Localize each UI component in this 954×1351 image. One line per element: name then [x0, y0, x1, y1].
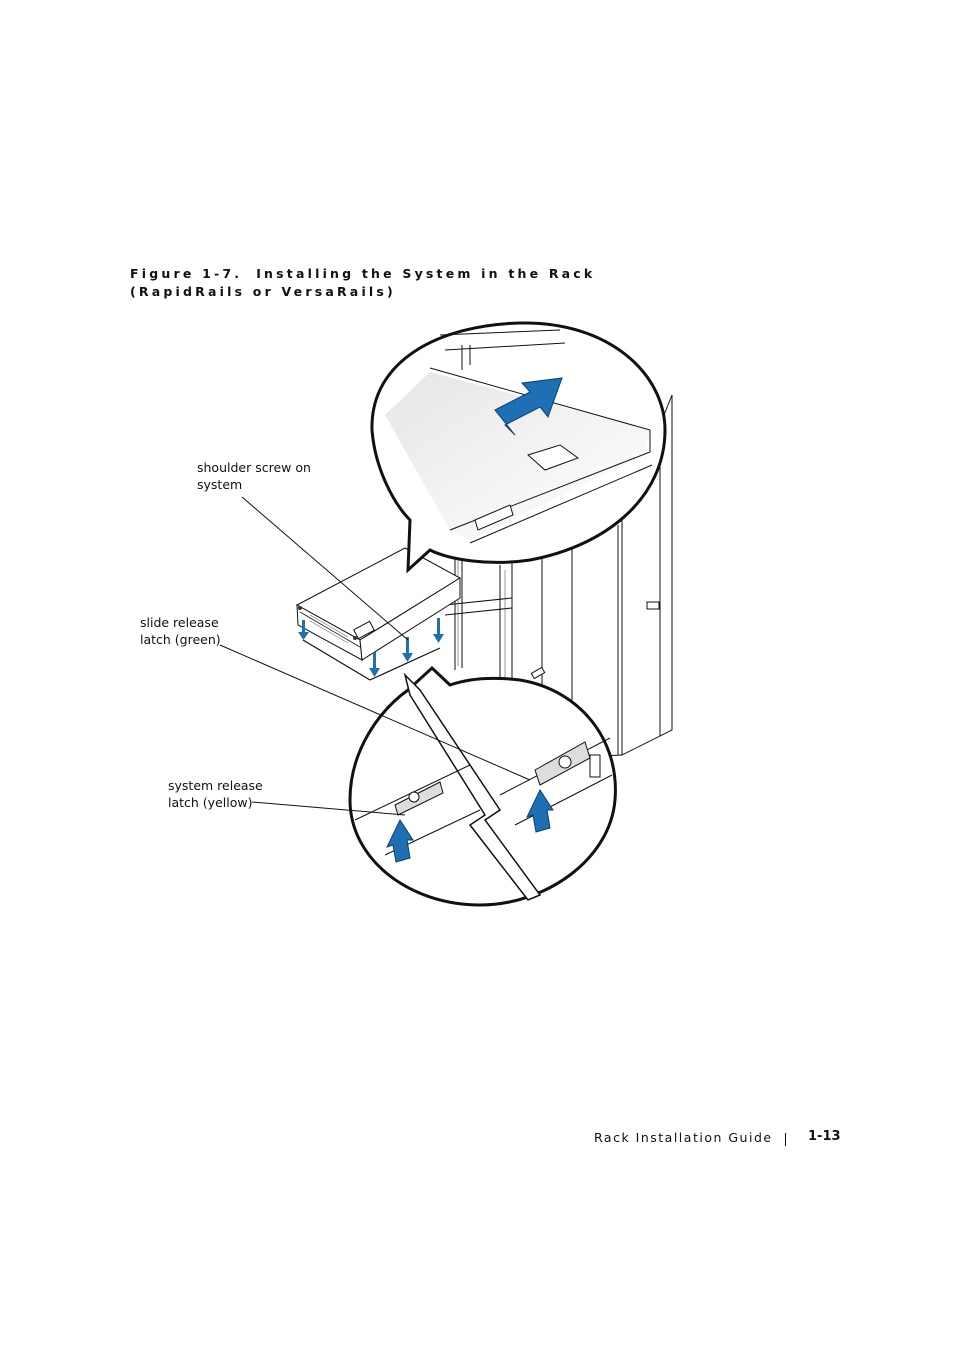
push-up-arrow-icon	[526, 788, 554, 833]
callout-text: latch (green)	[140, 632, 221, 647]
callout-text: slide release	[140, 615, 219, 630]
callout-text: system	[197, 477, 243, 492]
lower-detail-bubble	[348, 665, 617, 907]
page-number: 1-13	[808, 1129, 841, 1144]
callout-text: shoulder screw on	[197, 460, 311, 475]
upper-detail-bubble	[370, 321, 667, 574]
figure-caption: Figure 1-7.Installing the System in the …	[130, 265, 690, 301]
callout-leader-lines	[219, 496, 531, 816]
push-up-arrow-icon	[386, 818, 414, 863]
down-arrow-icons	[298, 618, 444, 677]
server-chassis	[295, 547, 461, 681]
footer-guide-title: Rack Installation Guide	[594, 1130, 773, 1145]
insert-arrow-icon	[494, 377, 563, 436]
figure-title: Installing the System in the Rack (Rapid…	[130, 266, 596, 299]
callout-text: system release	[168, 778, 263, 793]
callout-system-release-latch: system release latch (yellow)	[168, 777, 263, 811]
callout-shoulder-screw: shoulder screw on system	[197, 459, 311, 493]
callout-slide-release-latch: slide release latch (green)	[140, 614, 221, 648]
callout-text: latch (yellow)	[168, 795, 253, 810]
footer-divider	[785, 1133, 786, 1146]
figure-number: Figure 1-7.	[130, 266, 243, 281]
